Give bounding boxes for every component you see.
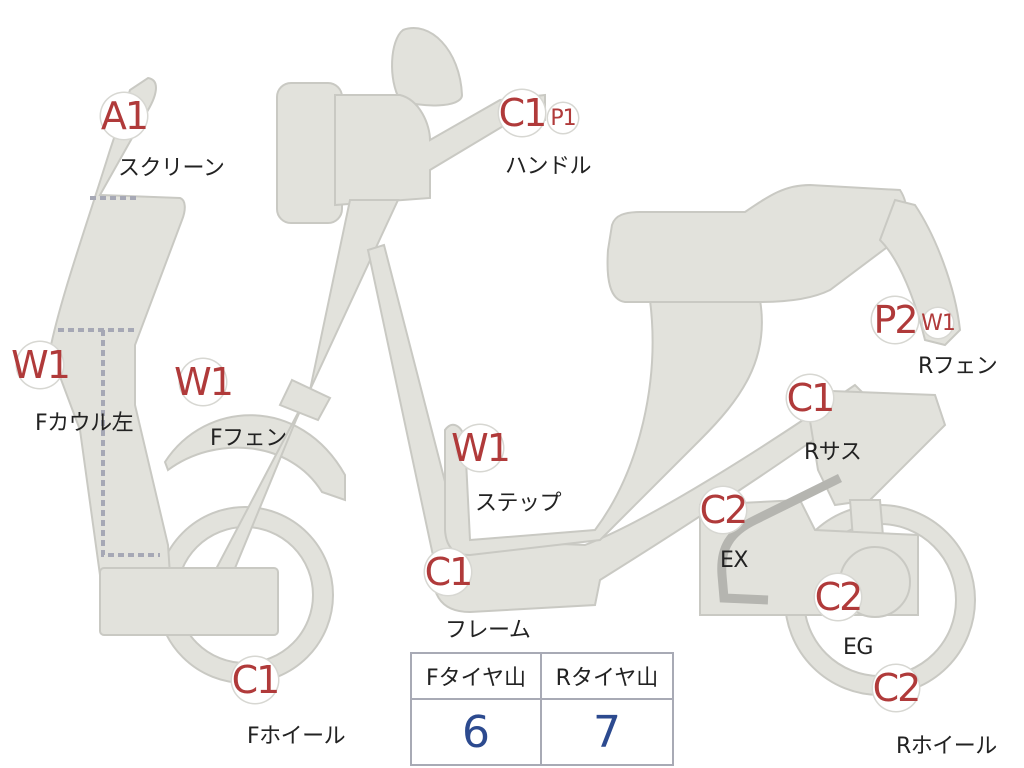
part-label: Rサス bbox=[804, 440, 862, 465]
headlight-shape bbox=[391, 27, 464, 107]
part-label: Fホイール bbox=[247, 724, 346, 749]
part-label: Fカウル左 bbox=[35, 411, 134, 436]
code-badge: W1 bbox=[174, 359, 234, 405]
code-badge: A1 bbox=[100, 93, 149, 139]
seat-shape bbox=[606, 183, 908, 303]
front-tread-value: 6 bbox=[412, 700, 542, 764]
handlebar-shape bbox=[334, 93, 546, 207]
part-label: スクリーン bbox=[118, 156, 225, 181]
tire-tread-table: Fタイヤ山 Rタイヤ山 6 7 bbox=[410, 652, 674, 766]
part-label: ステップ bbox=[475, 491, 562, 516]
code-badge: W1 bbox=[451, 425, 511, 471]
frame-shape bbox=[366, 243, 872, 614]
part-label: EX bbox=[720, 548, 748, 573]
code-badge: W1 bbox=[921, 308, 956, 338]
code-badge: C1 bbox=[424, 549, 473, 595]
part-label: Fフェン bbox=[210, 426, 287, 451]
meter-shape bbox=[276, 82, 343, 224]
exhaust-pipe-shape bbox=[717, 473, 842, 605]
part-label: ハンドル bbox=[505, 154, 592, 179]
code-badge: C1 bbox=[786, 375, 835, 421]
code-badge: W1 bbox=[11, 342, 71, 388]
front-cowl-shape bbox=[48, 76, 186, 576]
part-label: Rホイール bbox=[896, 734, 997, 759]
code-badge: P1 bbox=[548, 103, 578, 133]
part-label: Rフェン bbox=[918, 354, 998, 379]
code-badge: C2 bbox=[814, 574, 863, 620]
rear-tread-value: 7 bbox=[593, 706, 621, 758]
code-badge: P2 bbox=[872, 297, 919, 343]
rear-tread-header: Rタイヤ山 bbox=[542, 654, 672, 700]
code-badge: C2 bbox=[699, 487, 748, 533]
code-badge: C2 bbox=[872, 665, 921, 711]
part-label: フレーム bbox=[445, 618, 531, 643]
code-badge: C1 bbox=[498, 90, 547, 136]
front-fender-shape bbox=[163, 414, 346, 502]
part-label: EG bbox=[843, 635, 873, 660]
front-tread-header: Fタイヤ山 bbox=[412, 654, 542, 700]
code-badge: C1 bbox=[231, 657, 280, 703]
